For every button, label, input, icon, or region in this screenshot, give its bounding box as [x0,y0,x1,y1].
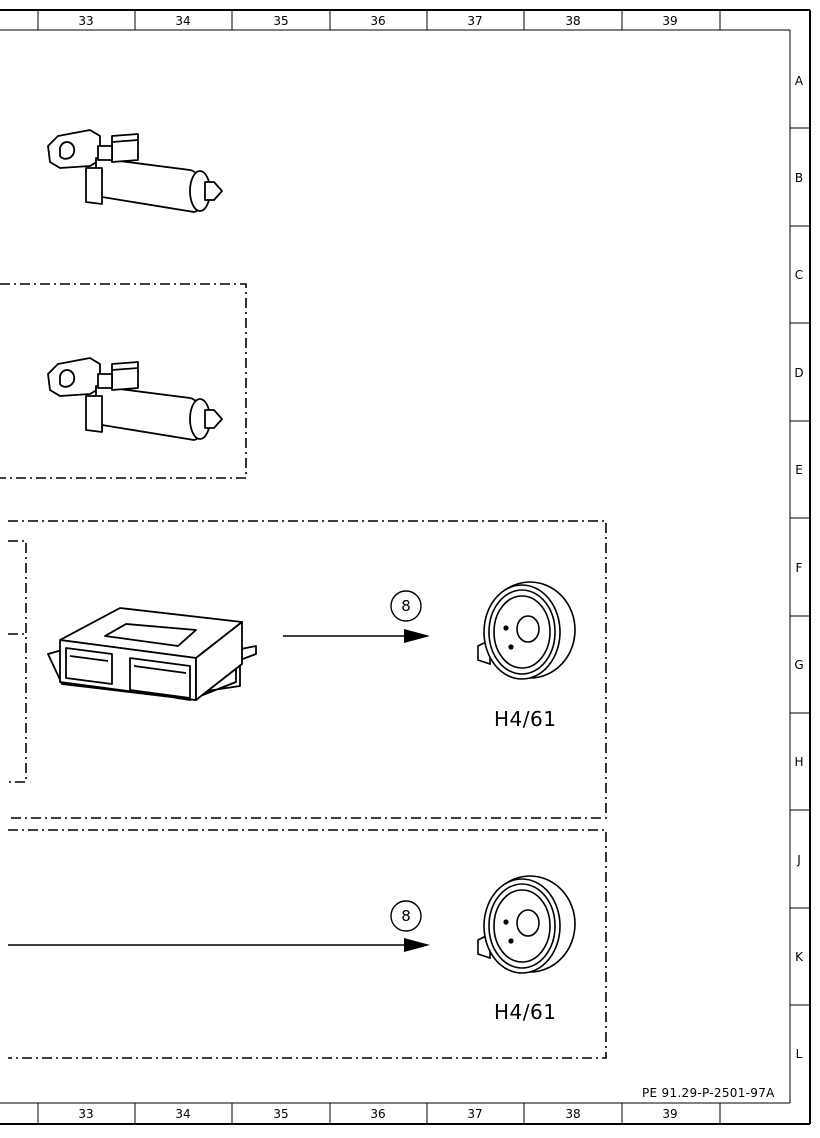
row-letter: B [794,171,804,185]
row-letter: D [794,366,804,380]
column-number-bottom: 39 [662,1107,678,1121]
actuator-motor-icon-lower [47,357,223,441]
wire-ref-number-bottom: 8 [401,907,411,925]
document-reference: PE 91.29-P-2501-97A [642,1086,775,1100]
row-letter: K [795,950,803,964]
speaker-label-bottom: H4/61 [494,1000,557,1024]
wire-ref-circle-bottom [390,900,422,932]
row-letter: H [794,755,804,769]
speaker-lower-boundary [8,829,607,1059]
speaker-icon-bottom [477,875,576,974]
row-dividers [790,127,810,1006]
column-number-bottom: 37 [467,1107,483,1121]
control-unit-icon [47,607,257,701]
column-number-bottom: 34 [175,1107,191,1121]
column-number-bottom: 36 [370,1107,386,1121]
column-number-top: 37 [467,14,483,28]
left-inner-boundary [8,540,27,783]
column-dividers [37,10,623,1124]
boundary-boxes [0,283,607,1059]
row-letter: F [795,561,803,575]
wire-ref-circle-top [390,590,422,622]
wire-ref-number-top: 8 [401,597,411,615]
row-letter: C [794,268,804,282]
column-number-top: 38 [565,14,581,28]
actuator-motor-icon [47,129,223,213]
signal-arrow-bottom [8,938,430,952]
column-number-bottom: 35 [273,1107,289,1121]
signal-arrow-top [283,629,430,643]
control-unit-boundary [8,520,607,819]
row-letter: J [797,853,801,867]
row-letter: A [794,74,804,88]
speaker-icon-top [477,581,576,680]
row-letter: E [795,463,803,477]
column-number-top: 35 [273,14,289,28]
column-number-top: 33 [78,14,94,28]
column-number-top: 34 [175,14,191,28]
speaker-label-top: H4/61 [494,707,557,731]
actuator-lower-boundary [0,283,247,479]
column-number-top: 39 [662,14,678,28]
column-number-bottom: 38 [565,1107,581,1121]
column-number-bottom: 33 [78,1107,94,1121]
row-letter: G [794,658,804,672]
row-letter: L [795,1047,803,1061]
column-number-top: 36 [370,14,386,28]
